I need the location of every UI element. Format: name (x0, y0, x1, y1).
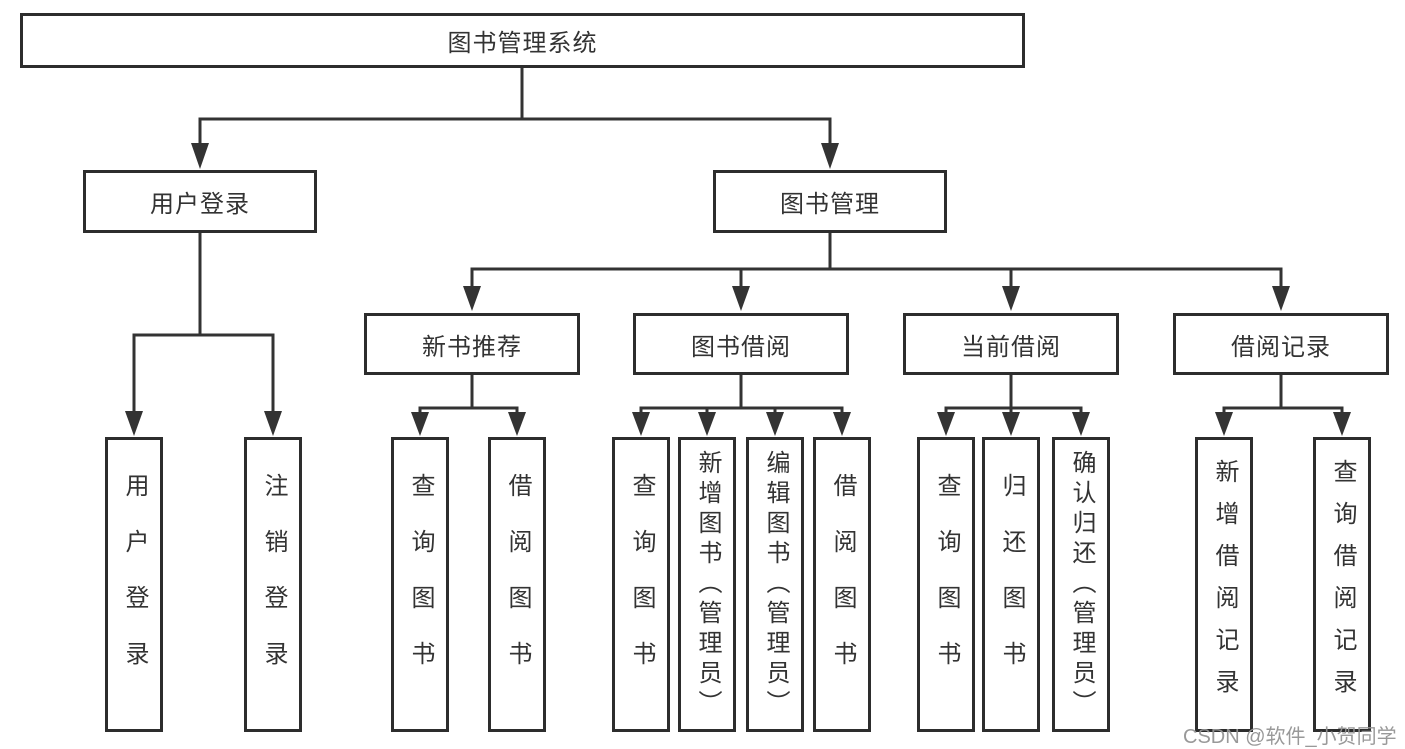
node-leaf-confirm-return-admin: 确认归还（管理员） (1052, 437, 1110, 732)
arrowhead-icons (125, 143, 1351, 436)
node-leaf-borrow-books-recommend: 借阅图书 (488, 437, 546, 732)
node-book-management: 图书管理 (713, 170, 947, 233)
node-label: 新增图书（管理员） (694, 449, 721, 720)
node-leaf-query-borrow-record: 查询借阅记录 (1313, 437, 1371, 732)
node-leaf-return-books: 归还图书 (982, 437, 1040, 732)
node-label: 查询图书 (628, 472, 655, 697)
node-label: 用户登录 (150, 191, 250, 218)
node-label: 图书管理系统 (447, 30, 598, 57)
node-label: 编辑图书（管理员） (762, 449, 789, 720)
node-new-book-recommendation: 新书推荐 (364, 313, 580, 375)
node-leaf-query-books-borrowing: 查询图书 (612, 437, 670, 732)
csdn-watermark: CSDN @软件_小贺同学 (1183, 726, 1397, 748)
node-label: 借阅图书 (829, 472, 856, 697)
node-label: 查询借阅记录 (1329, 458, 1356, 711)
node-library-management-system: 图书管理系统 (20, 13, 1025, 68)
node-label: 归还图书 (998, 472, 1025, 697)
node-label: 新增借阅记录 (1211, 458, 1238, 711)
node-current-borrowing: 当前借阅 (903, 313, 1119, 375)
node-borrowing-records: 借阅记录 (1173, 313, 1389, 375)
node-user-login: 用户登录 (83, 170, 317, 233)
node-label: 注销登录 (260, 472, 287, 697)
node-leaf-query-books-current: 查询图书 (917, 437, 975, 732)
node-label: 图书借阅 (691, 333, 791, 361)
node-label: 当前借阅 (961, 333, 1061, 361)
node-label: 查询图书 (933, 472, 960, 697)
node-leaf-logout: 注销登录 (244, 437, 302, 732)
node-label: 图书管理 (780, 191, 880, 218)
node-label: 借阅图书 (504, 472, 531, 697)
node-leaf-add-borrow-record: 新增借阅记录 (1195, 437, 1253, 732)
node-leaf-query-books-recommend: 查询图书 (391, 437, 449, 732)
node-leaf-user-login: 用户登录 (105, 437, 163, 732)
node-label: 用户登录 (121, 472, 148, 697)
node-book-borrowing: 图书借阅 (633, 313, 849, 375)
node-label: 新书推荐 (422, 333, 522, 361)
node-label: 查询图书 (407, 472, 434, 697)
node-label: 借阅记录 (1231, 333, 1331, 361)
node-leaf-edit-books-admin: 编辑图书（管理员） (746, 437, 804, 732)
node-leaf-add-books-admin: 新增图书（管理员） (678, 437, 736, 732)
node-leaf-borrow-books: 借阅图书 (813, 437, 871, 732)
node-label: 确认归还（管理员） (1068, 449, 1095, 720)
